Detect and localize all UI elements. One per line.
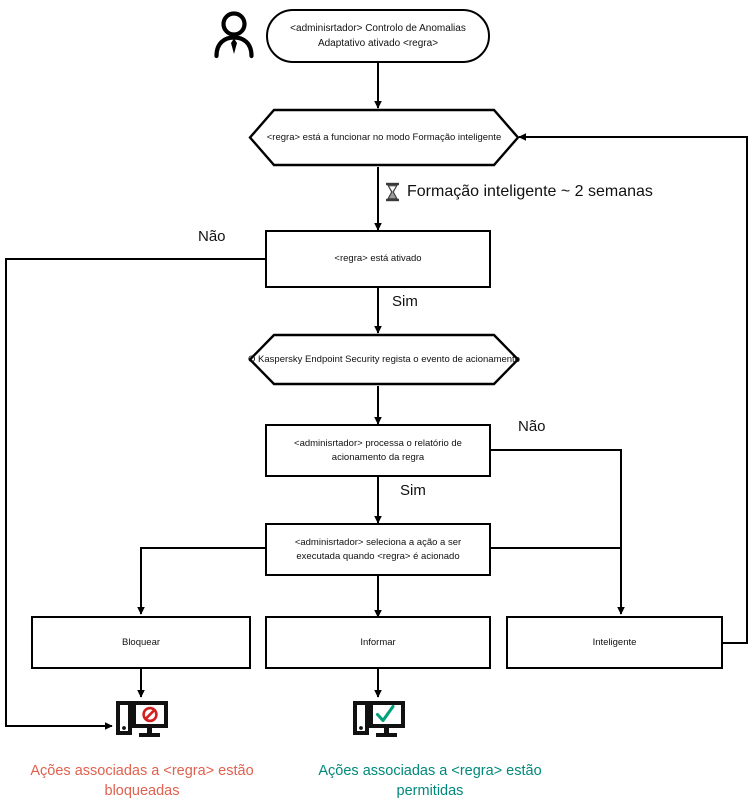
note-training-duration-label: Formação inteligente ~ 2 semanas	[407, 183, 653, 200]
edge-label-report-yes: Sim	[400, 482, 426, 499]
node-start: <adminisrtador> Controlo de Anomalias Ad…	[266, 9, 490, 63]
node-smart-training-mode-label: <regra> está a funcionar no modo Formaçã…	[266, 131, 502, 143]
hexagon-shape	[248, 333, 520, 386]
node-admin-selects-action: <adminisrtador> seleciona a ação a ser e…	[265, 523, 491, 576]
person-icon	[208, 8, 260, 60]
node-action-block: Bloquear	[31, 616, 251, 669]
hourglass-icon	[385, 182, 400, 202]
node-kes-logs-event-label: O Kaspersky Endpoint Security regista o …	[248, 353, 520, 365]
node-admin-processes-report-label: <adminisrtador> processa o relatório de …	[294, 437, 462, 463]
caption-blocked: Ações associadas a <regra> estão bloquea…	[30, 763, 254, 799]
node-action-inform-label: Informar	[360, 636, 396, 648]
node-rule-enabled: <regra> está ativado	[265, 230, 491, 288]
node-action-smart: Inteligente	[506, 616, 723, 669]
edge-label-report-no: Não	[518, 418, 546, 435]
edge-label-rule-enabled-yes: Sim	[392, 293, 418, 310]
node-action-inform: Informar	[265, 616, 491, 669]
node-admin-processes-report: <adminisrtador> processa o relatório de …	[265, 424, 491, 477]
node-rule-enabled-label: <regra> está ativado	[334, 253, 422, 265]
node-admin-selects-action-label: <adminisrtador> seleciona a ação a ser e…	[294, 536, 462, 562]
caption-allowed: Ações associadas a <regra> estão permiti…	[318, 763, 542, 799]
edge-label-rule-enabled-no: Não	[198, 228, 226, 245]
node-kes-logs-event: O Kaspersky Endpoint Security regista o …	[248, 333, 520, 386]
monitor-blocked-icon	[116, 700, 168, 744]
node-action-smart-label: Inteligente	[592, 636, 637, 648]
note-training-duration: Formação inteligente ~ 2 semanas	[385, 182, 653, 202]
node-action-block-label: Bloquear	[121, 636, 161, 648]
monitor-allowed-icon	[353, 700, 405, 744]
node-start-label: <adminisrtador> Controlo de Anomalias Ad…	[290, 23, 466, 49]
node-smart-training-mode: <regra> está a funcionar no modo Formaçã…	[248, 108, 520, 167]
hexagon-shape	[248, 108, 520, 167]
